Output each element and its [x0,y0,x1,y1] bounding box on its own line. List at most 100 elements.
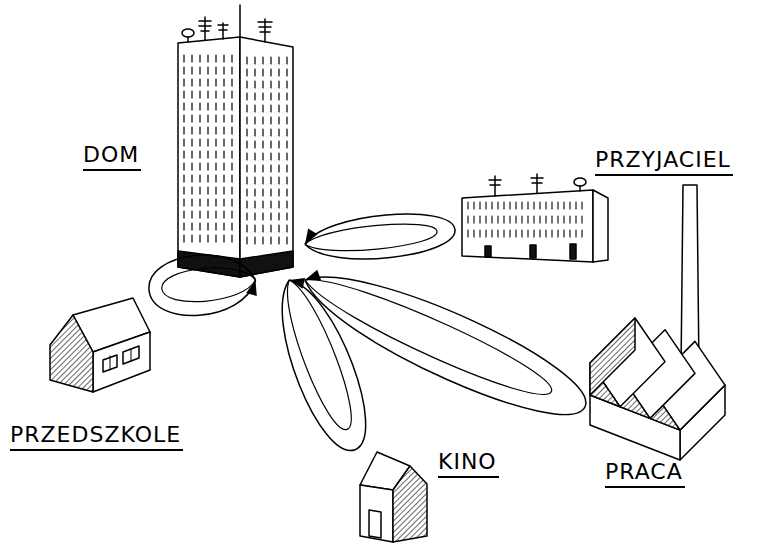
building-stroke [360,485,393,542]
building-stroke [533,202,534,209]
building-stroke [545,202,546,209]
building-stroke [473,216,474,223]
building-stroke [199,79,200,86]
building-stroke [270,105,271,112]
building-stroke [545,216,546,223]
building-drawing [585,180,730,495]
building-stroke [254,237,255,244]
building-stroke [491,230,492,237]
building-stroke [103,355,117,372]
building-stroke [215,223,216,230]
building-stroke [246,165,247,172]
building-stroke [286,129,287,136]
building-stroke [485,230,486,237]
building-stroke [191,175,192,182]
building-stroke [262,177,263,184]
building-stroke [183,91,184,98]
building-stroke [254,141,255,148]
building-stroke [215,55,216,62]
building-stroke [270,177,271,184]
building-stroke [262,213,263,220]
building-stroke [207,163,208,170]
building-stroke [199,187,200,194]
building-stroke [278,237,279,244]
building-stroke [207,91,208,98]
building-stroke [286,153,287,160]
building-stroke [286,165,287,172]
building-stroke [575,216,576,223]
building-stroke [231,79,232,86]
building-stroke [286,93,287,100]
building-stroke [231,115,232,122]
building-stroke [262,165,263,172]
building-stroke [521,202,522,209]
building-stroke [183,127,184,134]
building-stroke [191,235,192,242]
building-stroke [503,230,504,237]
arrow-head [289,278,305,289]
building-stroke [254,189,255,196]
building-stroke [223,115,224,122]
building-stroke [527,216,528,223]
building-stroke [246,117,247,124]
building-stroke [569,202,570,209]
building-stroke [254,117,255,124]
building-stroke [240,251,293,277]
building-stroke [199,103,200,110]
building-stroke [231,163,232,170]
building-stroke [199,20,211,22]
building-stroke [183,163,184,170]
building-stroke [254,225,255,232]
building-stroke [270,129,271,136]
building-stroke [231,67,232,74]
building-stroke [574,178,586,186]
building-stroke [278,81,279,88]
building-stroke [497,230,498,237]
building-stroke [557,202,558,209]
building-stroke [207,211,208,218]
place-label: KINO [438,450,499,478]
building-stroke [515,230,516,237]
building-stroke [183,175,184,182]
building-stroke [254,69,255,76]
building-stroke [215,163,216,170]
building-stroke [527,202,528,209]
building-stroke [278,117,279,124]
building-stroke [223,127,224,134]
building-stroke [545,230,546,237]
arrow-head [305,270,321,280]
building-stroke [246,237,247,244]
building-stroke [207,115,208,122]
building-stroke [191,199,192,206]
building-stroke [199,115,200,122]
building-stroke [246,105,247,112]
building-stroke [551,202,552,209]
building-stroke [246,69,247,76]
building-stroke [178,37,240,277]
building-stroke [270,165,271,172]
building-stroke [199,139,200,146]
building-stroke [262,225,263,232]
building-stroke [223,187,224,194]
building-stroke [191,103,192,110]
building-stroke [262,201,263,208]
building-stroke [215,115,216,122]
building-stroke [479,230,480,237]
building-stroke [191,139,192,146]
building-stroke [215,127,216,134]
building-stroke [557,216,558,223]
building-stroke [223,103,224,110]
building-stroke [286,177,287,184]
building-stroke [199,91,200,98]
building-stroke [467,202,468,209]
building-stroke [183,55,184,62]
building-stroke [191,187,192,194]
building-stroke [191,151,192,158]
building-stroke [509,202,510,209]
building-stroke [231,199,232,206]
building-stroke [187,37,189,42]
building-stroke [191,55,192,62]
building-stroke [215,139,216,146]
building-stroke [497,216,498,223]
building-stroke [223,223,224,230]
